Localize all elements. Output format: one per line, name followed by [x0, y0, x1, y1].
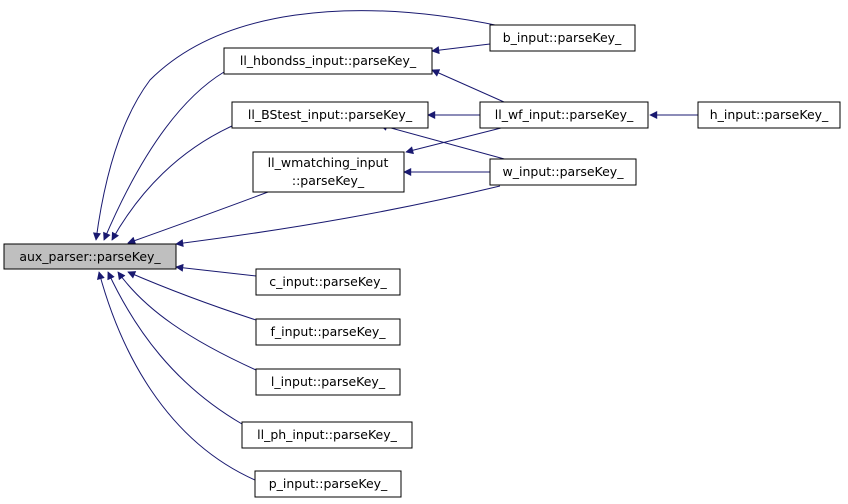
- node-label: l_input::parseKey_: [271, 374, 386, 389]
- edge-f-input-to-aux-parser: [127, 271, 257, 321]
- node-f-input[interactable]: f_input::parseKey_: [255, 318, 401, 346]
- edge-w-input-to-aux-parser: [175, 185, 501, 248]
- node-label: h_input::parseKey_: [710, 107, 829, 122]
- edges: [92, 10, 698, 481]
- node-label: ll_BStest_input::parseKey_: [248, 107, 413, 122]
- node-p-input[interactable]: p_input::parseKey_: [254, 470, 402, 498]
- node-label-line-2: ::parseKey_: [292, 173, 365, 188]
- node-label: aux_parser::parseKey_: [19, 249, 161, 264]
- node-ll-hbondss[interactable]: ll_hbondss_input::parseKey_: [223, 47, 433, 75]
- edge-b-input-to-ll-hbondss: [431, 43, 491, 55]
- edge-b-input-to-aux-parser: [92, 10, 501, 241]
- edge-ll-bstest-to-aux-parser: [111, 125, 233, 241]
- node-ll-wf[interactable]: ll_wf_input::parseKey_: [479, 101, 649, 129]
- node-label: ll_wf_input::parseKey_: [495, 107, 634, 122]
- node-c-input[interactable]: c_input::parseKey_: [255, 268, 401, 296]
- node-w-input[interactable]: w_input::parseKey_: [489, 158, 637, 186]
- node-label: c_input::parseKey_: [269, 274, 387, 289]
- node-ll-bstest[interactable]: ll_BStest_input::parseKey_: [231, 101, 429, 129]
- edge-ll-hbondss-to-aux-parser: [103, 71, 225, 241]
- node-aux-parser[interactable]: aux_parser::parseKey_: [3, 243, 177, 270]
- node-label: p_input::parseKey_: [269, 476, 388, 491]
- edge-ll-wf-to-ll-wmatching: [405, 126, 506, 155]
- node-label: ll_hbondss_input::parseKey_: [240, 53, 417, 68]
- node-b-input[interactable]: b_input::parseKey_: [489, 24, 636, 52]
- node-label: b_input::parseKey_: [503, 30, 622, 45]
- edge-l-input-to-aux-parser: [117, 271, 257, 371]
- node-l-input[interactable]: l_input::parseKey_: [255, 368, 401, 396]
- node-ll-ph[interactable]: ll_ph_input::parseKey_: [241, 421, 413, 449]
- node-label-line-1: ll_wmatching_input: [268, 155, 389, 170]
- node-ll-wmatching[interactable]: ll_wmatching_input ::parseKey_: [252, 151, 405, 193]
- edge-ll-wmatching-to-aux-parser: [127, 191, 269, 245]
- node-label: f_input::parseKey_: [270, 324, 386, 339]
- node-label: ll_ph_input::parseKey_: [257, 427, 397, 442]
- node-h-input[interactable]: h_input::parseKey_: [697, 101, 841, 129]
- edge-p-input-to-aux-parser: [97, 271, 256, 481]
- edge-c-input-to-aux-parser: [175, 263, 257, 277]
- node-label: w_input::parseKey_: [503, 164, 625, 179]
- edge-ll-ph-to-aux-parser: [107, 271, 243, 425]
- edge-ll-wf-to-ll-hbondss: [431, 69, 505, 103]
